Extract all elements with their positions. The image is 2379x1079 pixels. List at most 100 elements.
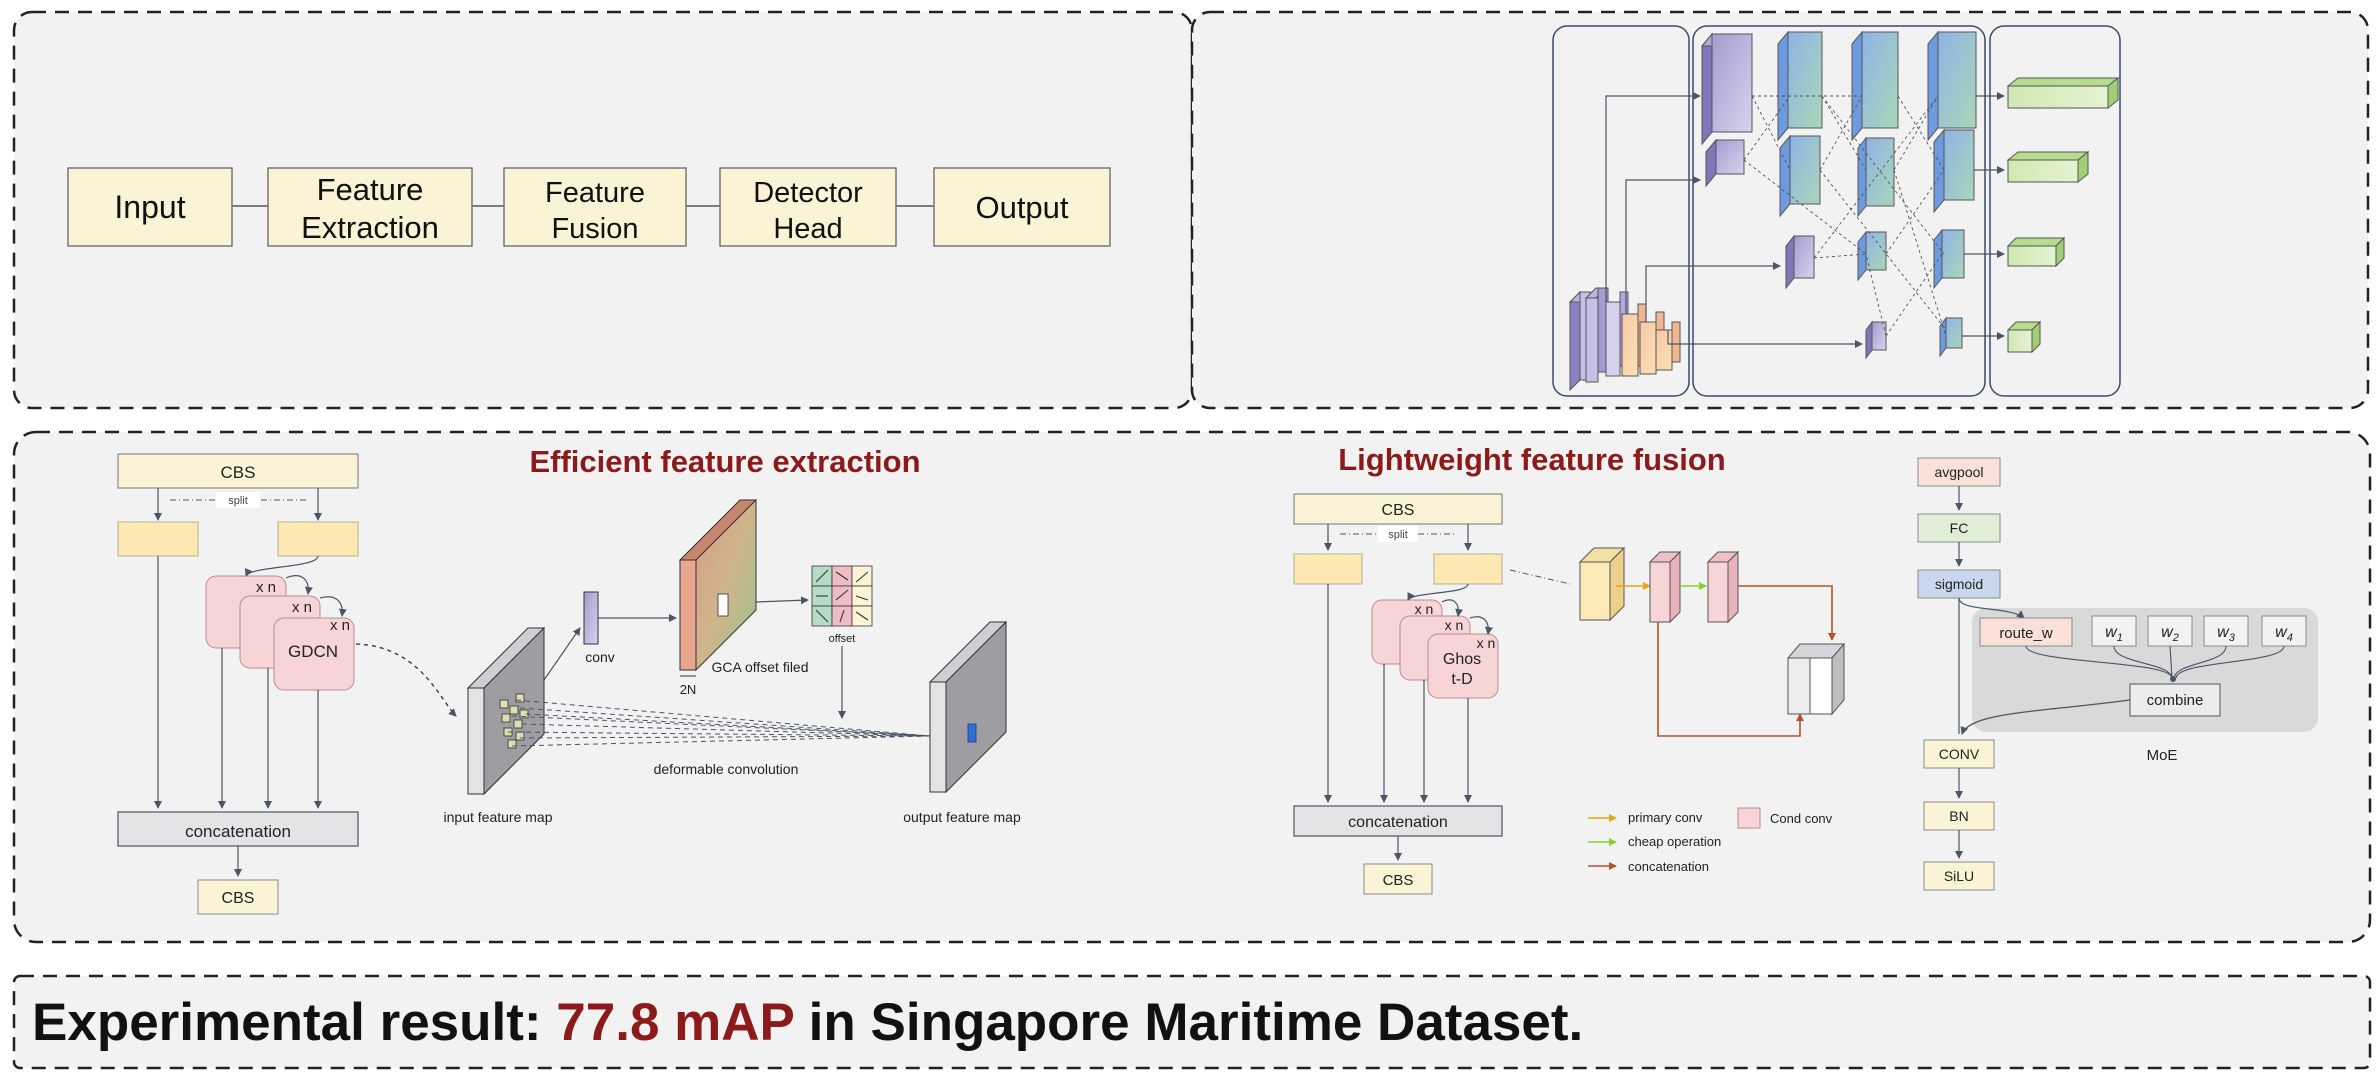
legend-cheap-label: cheap operation: [1628, 834, 1721, 849]
fusion-split-left: [1293, 553, 1363, 585]
avgpool-box: [1917, 457, 2001, 487]
combine-label: combine: [2147, 692, 2204, 709]
silu-box: [1923, 861, 1995, 891]
neck-col-4: [1927, 30, 1977, 358]
offset-grid: [811, 565, 873, 627]
input-map-label: input feature map: [444, 809, 553, 825]
output-map-label: output feature map: [903, 809, 1021, 825]
xn-label-1: x n: [256, 579, 276, 596]
sigmoid-label: sigmoid: [1935, 576, 1983, 592]
feature-extraction-label-1: Feature: [317, 172, 424, 207]
combine-box: [2129, 683, 2221, 717]
cbs-bottom-box: [197, 879, 279, 915]
moe-label: MoE: [2147, 747, 2178, 764]
silu-label: SiLU: [1944, 868, 1974, 884]
concatenation-label: concatenation: [185, 822, 291, 841]
result-text: Experimental result: 77.8 mAP in Singapo…: [32, 993, 1583, 1052]
offset-field-label: GCA offset filed: [711, 659, 808, 675]
avgpool-label: avgpool: [1934, 464, 1983, 480]
fusion-xn-1: x n: [1415, 601, 1434, 617]
feature-fusion-box: [503, 167, 687, 247]
output-box: [933, 167, 1111, 247]
concatenation-box: [117, 811, 359, 847]
sigmoid-box: [1917, 569, 2001, 599]
fusion-xn-2: x n: [1445, 617, 1464, 633]
fusion-split-right: [1433, 553, 1503, 585]
gdcn-box-3: [273, 617, 355, 691]
w4-label: w4: [2275, 624, 2293, 644]
xn-label-3: x n: [330, 617, 350, 634]
deformable-conv-illustration: input feature map conv 2N GCA offset fil…: [355, 498, 1021, 825]
cbs-top-label: CBS: [221, 463, 256, 482]
input-box: [67, 167, 233, 247]
gdcn-module: CBS split x n x n x n GDCN concatenation…: [117, 453, 359, 915]
fusion-legend: primary conv cheap operation concatenati…: [1588, 807, 1833, 874]
extraction-title: Efficient feature extraction: [529, 444, 920, 479]
neck-col-1: [1700, 32, 1887, 360]
fusion-title: Lightweight feature fusion: [1338, 442, 1726, 477]
w1-label: w1: [2105, 624, 2123, 644]
conv-label: conv: [585, 649, 615, 665]
split-label: split: [228, 495, 248, 507]
panel-modules: [12, 430, 2372, 944]
ghost-label-1: Ghos: [1443, 651, 1481, 668]
gdcn-label: GDCN: [288, 642, 338, 661]
moe-conv-label: CONV: [1939, 746, 1980, 762]
two-n-label: 2N: [680, 682, 697, 697]
result-suffix: in Singapore Maritime Dataset.: [794, 993, 1583, 1052]
bn-box: [1923, 801, 1995, 831]
fc-label: FC: [1950, 520, 1969, 536]
fusion-cbs-top-box: [1293, 493, 1503, 525]
xn-label-2: x n: [292, 599, 312, 616]
offset-label: offset: [829, 633, 856, 645]
route-label: route_w: [1999, 625, 2053, 642]
input-label: Input: [114, 189, 185, 225]
output-label: Output: [975, 190, 1068, 225]
fusion-cbs-top-label: CBS: [1382, 502, 1415, 519]
deform-conv-label: deformable convolution: [654, 761, 799, 777]
panel-result: [12, 974, 2372, 1070]
fusion-cbs-bottom-label: CBS: [1383, 872, 1414, 889]
fusion-concatenation-box: [1293, 805, 1503, 837]
neck-col-3: [1851, 30, 1899, 218]
backbone-stack: [1568, 287, 1681, 392]
split-right-box: [277, 521, 359, 557]
fc-box: [1917, 513, 2001, 543]
feature-fusion-label-1: Feature: [545, 177, 645, 209]
w3-box: [2203, 615, 2249, 647]
network-architecture: [1552, 25, 2121, 397]
detect-outputs: [1962, 92, 2005, 340]
fusion-concatenation-label: concatenation: [1348, 814, 1448, 831]
legend-cond-label: Cond conv: [1770, 811, 1833, 826]
fusion-cbs-bottom-box: [1363, 863, 1433, 895]
neck-col-2: [1777, 30, 1887, 282]
ghost-conv-illustration: [1509, 546, 1846, 737]
feature-fusion-label-2: Fusion: [551, 213, 638, 245]
ghost-box-3: [1427, 633, 1499, 699]
detector-head-label-2: Head: [773, 213, 842, 245]
fusion-xn-3: x n: [1477, 635, 1496, 651]
conv-block: [583, 591, 599, 645]
route-box: [1979, 617, 2073, 647]
ghost-label-2: t-D: [1451, 671, 1472, 688]
cbs-top-box: [117, 453, 359, 489]
fusion-split-label: split: [1388, 529, 1408, 541]
cbs-bottom-label: CBS: [222, 890, 255, 907]
result-prefix: Experimental result:: [32, 993, 556, 1052]
moe-module: avgpool FC sigmoid route_w w1 w2 w3 w4 c…: [1917, 457, 2318, 891]
w3-label: w3: [2217, 624, 2236, 644]
feature-extraction-box: [267, 167, 473, 247]
bn-label: BN: [1949, 808, 1968, 824]
detector-head-label-1: Detector: [753, 177, 863, 209]
feature-extraction-label-2: Extraction: [301, 210, 439, 245]
ghost-module: CBS split x n x n x n Ghos t-D concatena…: [1293, 493, 1503, 895]
legend-primary-label: primary conv: [1628, 810, 1703, 825]
w2-box: [2147, 615, 2193, 647]
pipeline-flow: Input Feature Extraction Feature Fusion …: [67, 167, 1111, 247]
output-blocks: [2006, 76, 2120, 354]
w2-label: w2: [2161, 624, 2179, 644]
detector-head-box: [719, 167, 897, 247]
split-left-box: [117, 521, 199, 557]
legend-concat-label: concatenation: [1628, 859, 1709, 874]
